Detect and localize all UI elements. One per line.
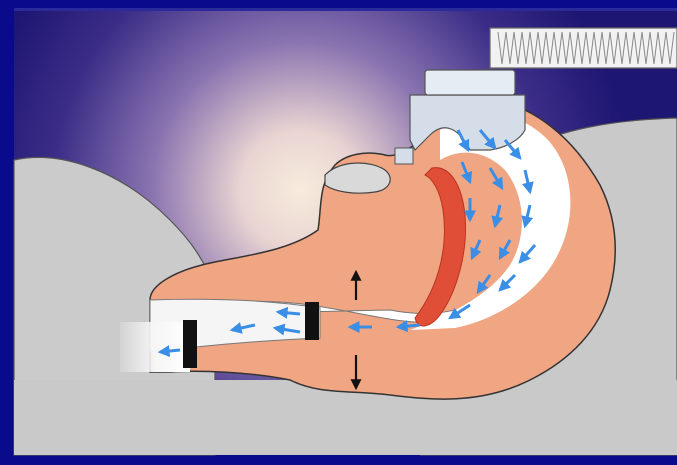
arrow-icon (160, 350, 180, 352)
top-edge (14, 8, 677, 11)
nose-cap (325, 163, 390, 193)
mask-seal (395, 148, 413, 164)
trachea-fade (120, 322, 190, 372)
trachea-band-left (183, 320, 197, 368)
mask-connector (425, 70, 515, 95)
trachea-band-right (305, 302, 319, 340)
arrow-icon (398, 325, 420, 327)
arrow-icon (278, 312, 300, 314)
